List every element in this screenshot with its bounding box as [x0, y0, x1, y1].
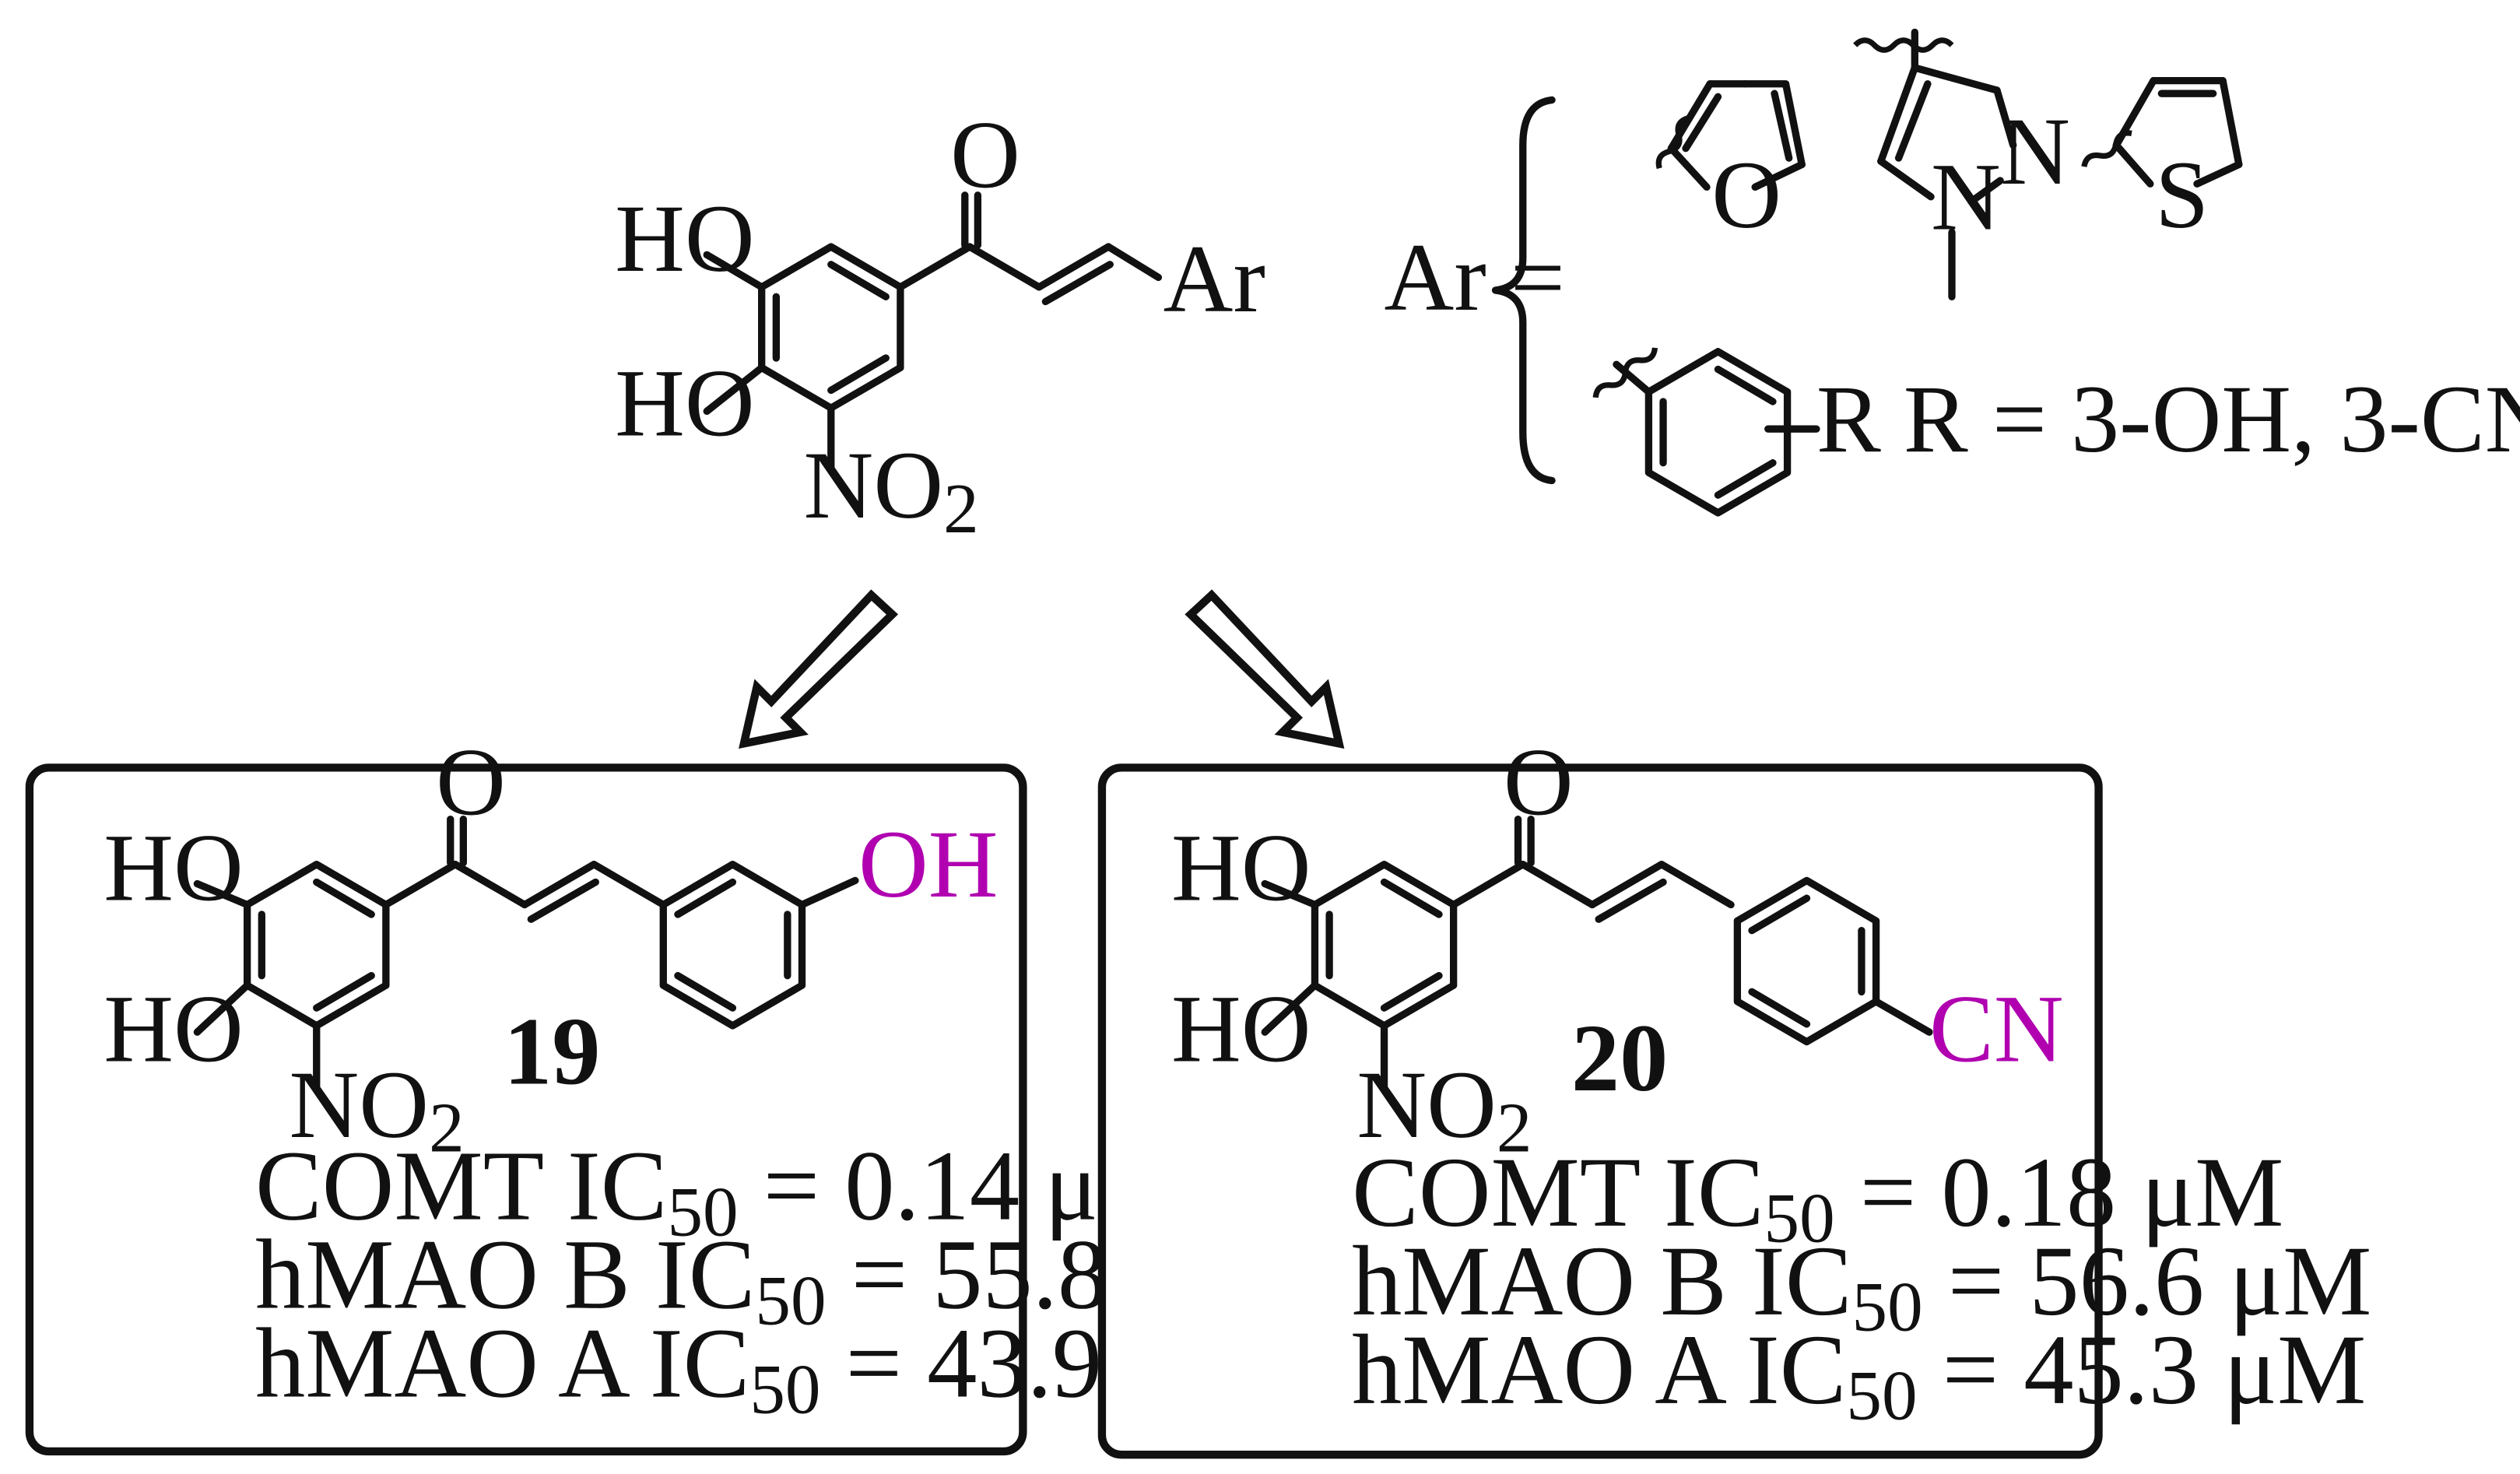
compound-20-assays: COMT IC50 = 0.18 μM hMAO B IC50 = 56.6 μ… — [1352, 1137, 2371, 1435]
r-group-definition: R = 3-OH, 3-CN or 4-CN — [1904, 365, 2520, 472]
compound-19-nitro-group: NO2 — [290, 1051, 465, 1167]
compound-20-substituent: CN — [1929, 975, 2064, 1083]
furan-oxygen: O — [1711, 141, 1781, 248]
compound-19-panel: HO HO O NO2 OH 19 COMT IC50 = 0.14 μM hM… — [25, 728, 1275, 1456]
compound-19-assays: COMT IC50 = 0.14 μM hMAO B IC50 = 55.8 μ… — [255, 1131, 1275, 1429]
compound-20-box — [1097, 763, 2103, 1459]
compound-19-number: 19 — [504, 998, 600, 1105]
scaffold-ar-label: Ar — [1163, 225, 1265, 332]
compound-20-assay-hmao-a: hMAO A IC50 = 45.3 μM — [1352, 1314, 2366, 1435]
phenyl-r-group: R — [1816, 365, 1881, 472]
compound-19-hydroxy-top: HO — [104, 813, 244, 921]
compound-20-structure: HO HO O NO2 CN 20 — [1171, 728, 2064, 1167]
ar-equals-label: Ar = — [1385, 223, 1565, 331]
scaffold-structure: HO HO O NO2 Ar — [615, 100, 1265, 547]
ar-curly-brace — [1491, 96, 1556, 485]
pyrazole-nitrogen-1: N — [1931, 142, 2001, 250]
compound-19-structure: HO HO O NO2 OH 19 — [104, 728, 998, 1167]
compound-19-box — [25, 763, 1027, 1456]
pyrazole-nitrogen-2: N — [2000, 97, 2070, 205]
substituted-phenyl-ring: R — [1592, 347, 1881, 517]
scaffold-nitro-group: NO2 — [804, 431, 979, 548]
scaffold-hydroxy-top: HO — [615, 184, 755, 292]
thiophene-sulfur: S — [2155, 141, 2209, 248]
scaffold-carbonyl-oxygen: O — [950, 100, 1020, 208]
compound-20-hydroxy-top: HO — [1171, 813, 1311, 921]
arrow-to-compound-19 — [739, 589, 899, 749]
scaffold-hydroxy-bottom: HO — [615, 349, 755, 456]
compound-20-nitro-group: NO2 — [1357, 1051, 1532, 1167]
compound-19-substituent: OH — [858, 810, 999, 918]
scaffold-benzene-ring — [758, 243, 904, 412]
compound-20-number: 20 — [1571, 1004, 1668, 1111]
compound-20-assay-comt: COMT IC50 = 0.18 μM — [1352, 1137, 2283, 1258]
thiophene-ring: S — [2081, 76, 2243, 248]
compound-20-panel: HO HO O NO2 CN 20 COMT IC50 = 0.18 μM hM… — [1097, 728, 2371, 1459]
compound-20-assay-hmao-b: hMAO B IC50 = 56.6 μM — [1352, 1226, 2371, 1346]
ar-definition: Ar = O N N — [1385, 28, 2520, 517]
compound-19-carbonyl-oxygen: O — [436, 728, 506, 835]
pyrazole-ring: N N — [1853, 28, 2070, 300]
compound-20-hydroxy-bottom: HO — [1171, 975, 1311, 1083]
compound-19-hydroxy-bottom: HO — [104, 975, 244, 1083]
compound-20-carbonyl-oxygen: O — [1504, 728, 1574, 835]
furan-ring: O — [1655, 80, 1806, 248]
arrow-to-compound-20 — [1185, 589, 1345, 749]
